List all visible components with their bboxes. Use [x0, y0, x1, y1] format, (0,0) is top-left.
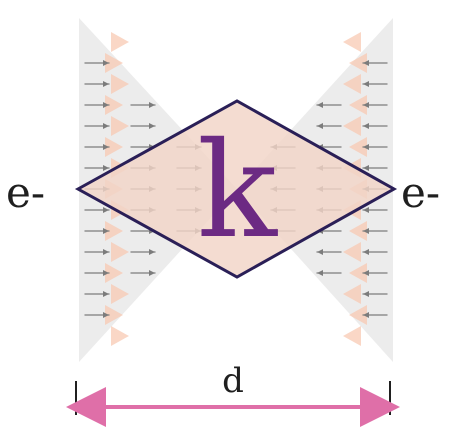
right-electron-label: e- — [401, 168, 440, 217]
left-electron-label: e- — [6, 168, 45, 217]
distance-label: d — [222, 361, 244, 401]
center-symbol: k — [197, 114, 278, 268]
